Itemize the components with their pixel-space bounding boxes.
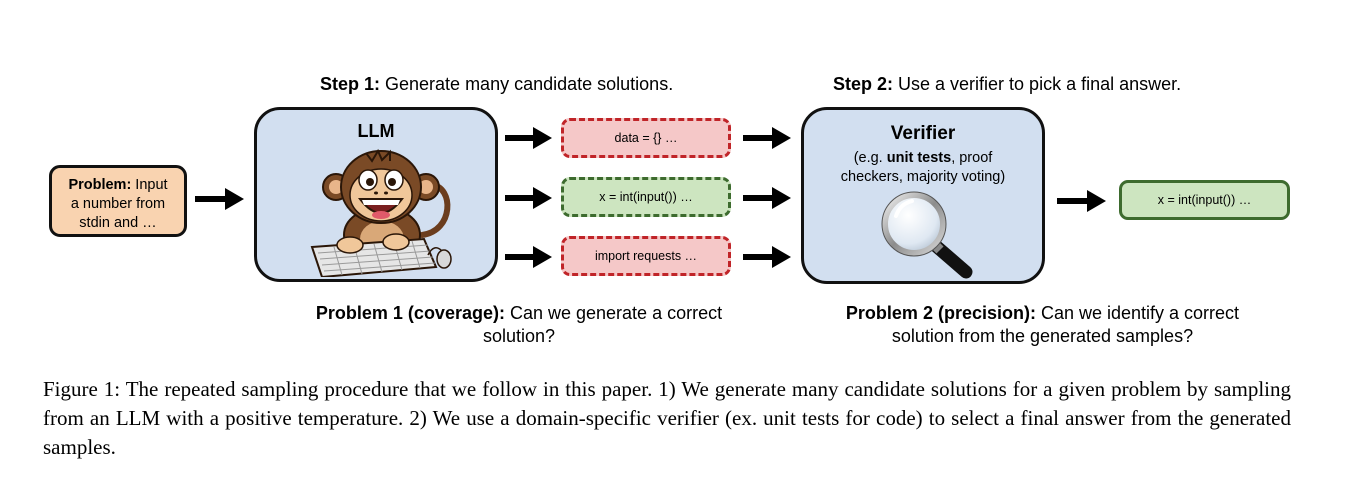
problem1-label: Problem 1 (coverage): xyxy=(315,303,505,323)
llm-box: LLM xyxy=(254,107,498,282)
arrow-llm-to-candidate-2 xyxy=(505,187,552,209)
final-answer-code: x = int(input()) … xyxy=(1157,193,1252,207)
problem-label: Problem: xyxy=(68,177,132,193)
arrow-llm-to-candidate-1 xyxy=(505,127,552,149)
arrow-problem-to-llm xyxy=(195,188,244,210)
arrow-llm-to-candidate-3 xyxy=(505,246,552,268)
step1-header: Step 1: Generate many candidate solution… xyxy=(320,74,673,95)
problem2-label: Problem 2 (precision): xyxy=(845,303,1036,323)
arrow-verifier-to-final xyxy=(1057,190,1106,212)
verifier-title: Verifier xyxy=(890,123,956,144)
step1-text: Generate many candidate solutions. xyxy=(380,74,674,94)
verifier-examples-line2: checkers, majority voting) xyxy=(840,169,1006,185)
problem2-text: Can we identify a correct xyxy=(1035,303,1240,323)
problem2-statement: Problem 2 (precision): Can we identify a… xyxy=(790,302,1295,348)
figure-caption: Figure 1: The repeated sampling procedur… xyxy=(43,377,1291,459)
problem-text-line1: Input xyxy=(131,177,168,193)
verifier-examples-post: , proof xyxy=(951,150,993,166)
step2-text: Use a verifier to pick a final answer. xyxy=(893,74,1182,94)
verifier-box: Verifier (e.g. unit tests, proof checker… xyxy=(801,107,1045,284)
problem-box: Problem: Input a number from stdin and … xyxy=(49,165,187,237)
problem1-statement: Problem 1 (coverage): Can we generate a … xyxy=(254,302,784,348)
magnifying-glass-icon xyxy=(881,191,973,279)
arrow-candidate-3-to-verifier xyxy=(743,246,791,268)
arrow-candidate-2-to-verifier xyxy=(743,187,791,209)
step2-header: Step 2: Use a verifier to pick a final a… xyxy=(833,74,1181,95)
llm-title: LLM xyxy=(357,121,395,141)
problem-text-line2: a number from xyxy=(70,196,166,212)
final-answer-box: x = int(input()) … xyxy=(1119,180,1290,220)
verifier-examples: (e.g. unit tests, proof checkers, majori… xyxy=(804,149,1042,187)
arrow-candidate-1-to-verifier xyxy=(743,127,791,149)
problem-text-line3: stdin and … xyxy=(79,215,157,231)
verifier-examples-bold: unit tests xyxy=(886,150,952,166)
problem1-text: Can we generate a correct xyxy=(504,303,723,323)
candidate-code-2: x = int(input()) … xyxy=(599,190,693,204)
verifier-examples-pre: (e.g. xyxy=(853,150,887,166)
step1-label: Step 1: xyxy=(320,74,381,94)
problem2-text-line2: solution from the generated samples? xyxy=(891,326,1194,346)
candidate-solution-2: x = int(input()) … xyxy=(561,177,731,217)
step2-label: Step 2: xyxy=(833,74,894,94)
candidate-solution-3: import requests … xyxy=(561,236,731,276)
candidate-code-3: import requests … xyxy=(594,249,698,263)
candidate-solution-1: data = {} … xyxy=(561,118,731,158)
candidate-code-1: data = {} … xyxy=(614,131,678,145)
monkey-typing-icon xyxy=(310,148,452,277)
problem1-text-line2: solution? xyxy=(482,326,556,346)
